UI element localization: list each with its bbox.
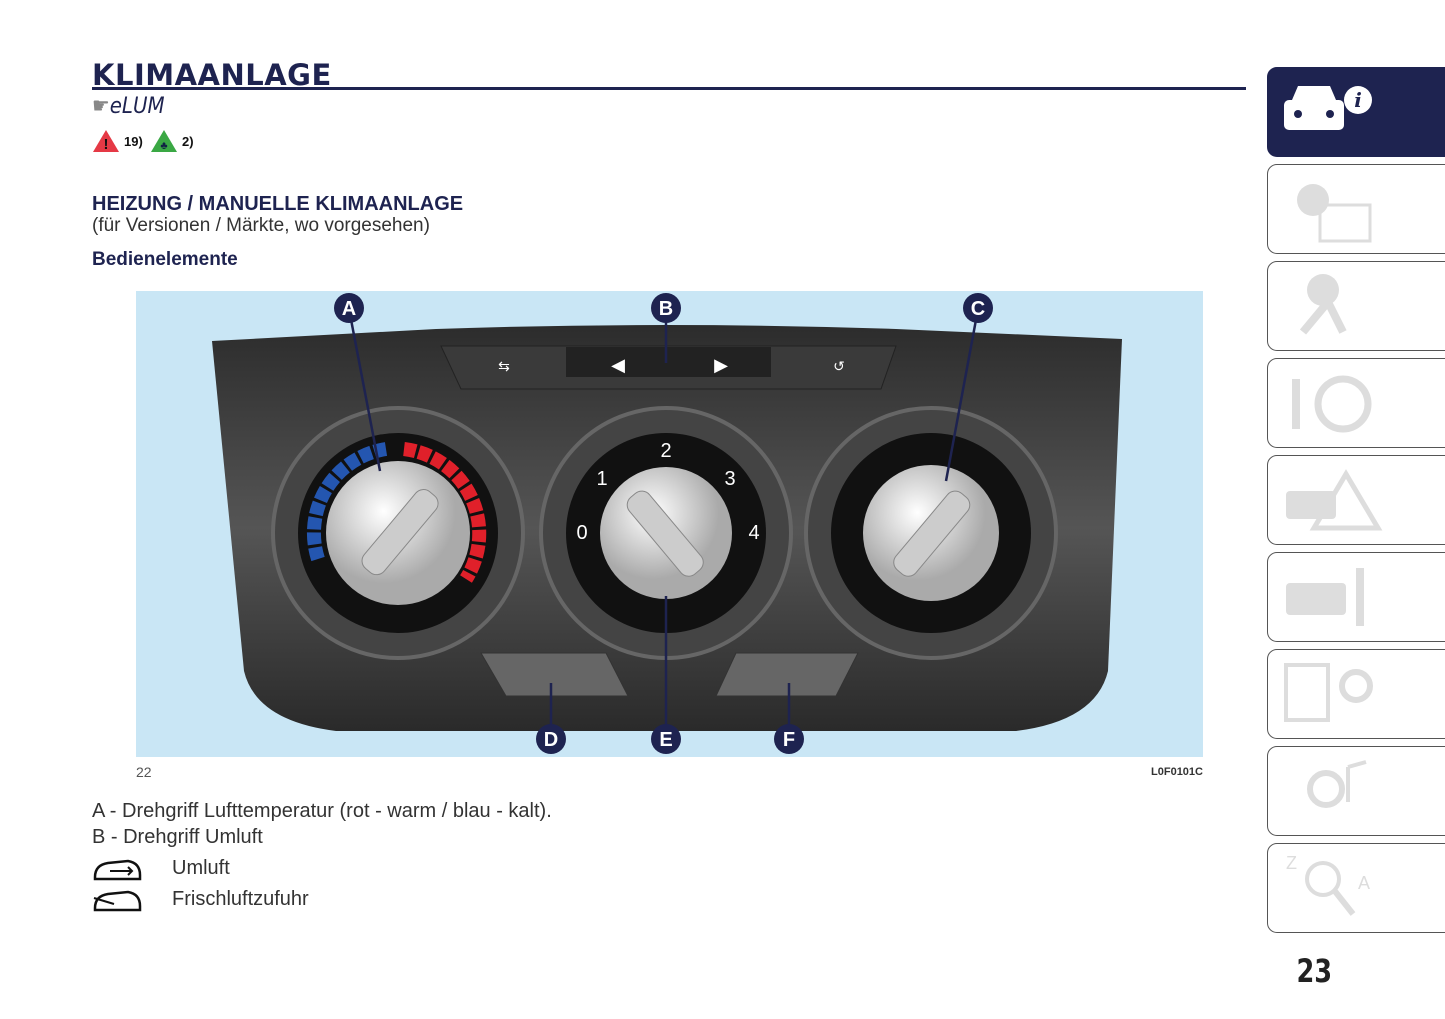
legend-label: Frischluftzufuhr: [172, 888, 309, 910]
pointing-hand-icon: ☛: [92, 94, 110, 119]
warning-ref-label: 19): [124, 133, 143, 149]
svg-text:↺: ↺: [833, 358, 845, 374]
climate-control-figure: ◀ ▶ ⇆ ↺ 0 1 2 3 4 A B C D E F: [136, 291, 1203, 757]
section-subtitle: (für Versionen / Märkte, wo vorgesehen): [92, 215, 430, 236]
warning-triangle-icon: !: [93, 130, 119, 153]
environment-ref-label: 2): [182, 133, 194, 149]
svg-text:⇆: ⇆: [498, 358, 510, 374]
sidebar-tab-safety[interactable]: [1267, 261, 1445, 351]
elum-indicator: ☛eLUM: [92, 94, 165, 119]
environment-triangle-icon: ♣: [151, 130, 177, 152]
svg-text:A: A: [1358, 873, 1370, 893]
title-rule: [92, 87, 1246, 90]
legend-fresh-air: Frischluftzufuhr: [92, 888, 309, 914]
rear-defrost-button: [480, 652, 629, 697]
sidebar-tab-multimedia[interactable]: [1267, 746, 1445, 836]
page-number: 23: [1296, 952, 1333, 990]
figure-number: 22: [136, 764, 152, 780]
sidebar-tab-emergency[interactable]: [1267, 455, 1445, 545]
section-heading: HEIZUNG / MANUELLE KLIMAANLAGE: [92, 193, 464, 215]
elum-label: eLUM: [109, 94, 165, 119]
svg-text:◀: ◀: [611, 355, 625, 375]
fan-speed-0: 0: [576, 522, 587, 544]
page-title: KLIMAANLAGE: [92, 58, 332, 92]
climate-panel-illustration: ◀ ▶ ⇆ ↺ 0 1 2 3 4 A B C D E F: [212, 293, 1122, 754]
index-icon: ZA: [1286, 853, 1370, 916]
svg-text:!: !: [104, 136, 109, 153]
callout-d: D: [544, 729, 558, 751]
lights-messages-icon: [1297, 184, 1372, 243]
fan-speed-4: 4: [748, 522, 759, 544]
warning-ref[interactable]: ! 19): [92, 128, 143, 154]
fan-speed-2: 2: [660, 440, 671, 462]
callout-a: A: [342, 298, 356, 320]
description-a: A - Drehgriff Lufttemperatur (rot - warm…: [92, 800, 552, 822]
callout-c: C: [971, 298, 985, 320]
car-info-icon: i: [1284, 86, 1372, 130]
svg-text:♣: ♣: [160, 140, 167, 152]
sidebar-tab-technical-data[interactable]: [1267, 649, 1445, 739]
subheading: Bedienelemente: [92, 249, 238, 270]
fan-speed-3: 3: [724, 468, 735, 490]
legend-label: Umluft: [172, 857, 230, 879]
environment-ref[interactable]: ♣ 2): [150, 128, 194, 154]
svg-text:▶: ▶: [714, 355, 728, 375]
svg-text:Z: Z: [1286, 853, 1297, 873]
figure-code: L0F0101C: [1151, 766, 1203, 778]
legend-recirculation: Umluft: [92, 857, 230, 883]
maintenance-icon: [1286, 568, 1364, 626]
sidebar-tab-car-info[interactable]: i: [1267, 67, 1445, 157]
svg-text:i: i: [1354, 88, 1362, 112]
temperature-knob: [271, 406, 525, 660]
air-distribution-knob: [804, 406, 1058, 660]
multimedia-icon: [1307, 760, 1367, 808]
recirculation-icon: [93, 859, 142, 881]
fresh-air-icon: [93, 890, 142, 912]
emergency-icon: [1286, 469, 1383, 531]
recirc-slider-knob: [566, 347, 771, 377]
sidebar-tab-starting-driving[interactable]: [1267, 358, 1445, 448]
callout-b: B: [659, 298, 673, 320]
sidebar-tab-lights-messages[interactable]: [1267, 164, 1445, 254]
callout-f: F: [783, 729, 795, 751]
description-b: B - Drehgriff Umluft: [92, 826, 263, 848]
fan-speed-1: 1: [596, 468, 607, 490]
callout-e: E: [659, 729, 672, 751]
technical-data-icon: [1284, 663, 1373, 722]
ac-button: [715, 652, 859, 697]
steering-wheel-icon: [1292, 375, 1372, 433]
fan-speed-knob: 0 1 2 3 4: [539, 406, 793, 660]
airbag-icon: [1299, 274, 1347, 335]
sidebar-tab-maintenance[interactable]: [1267, 552, 1445, 642]
